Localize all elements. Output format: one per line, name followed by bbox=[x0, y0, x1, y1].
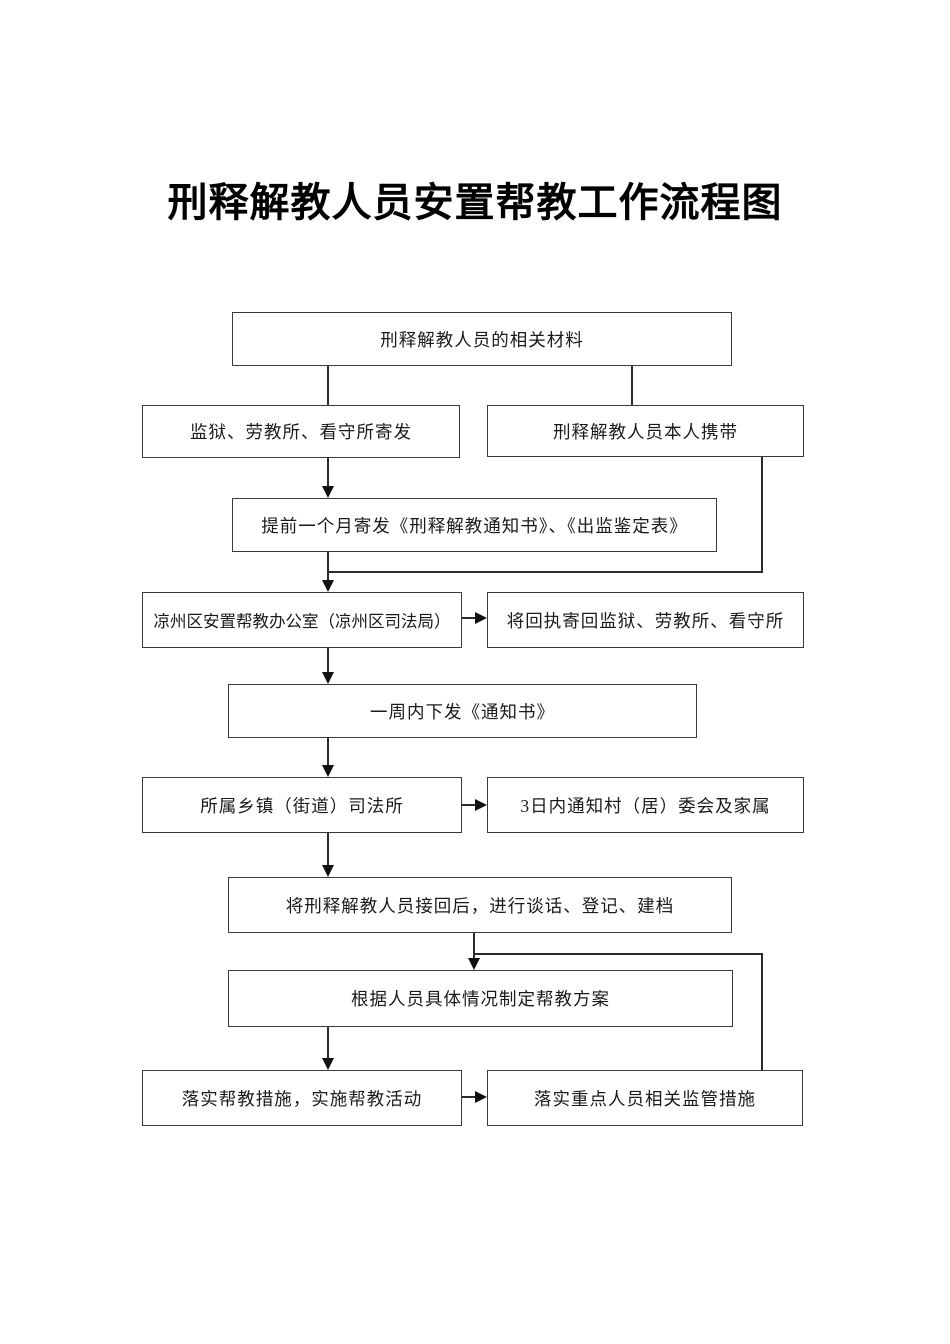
arrowhead-down-icon bbox=[322, 580, 334, 592]
connector-advance-notice-to-office bbox=[327, 552, 329, 582]
arrowhead-down-icon bbox=[468, 958, 480, 970]
flow-node-issue-notice-label: 一周内下发《通知书》 bbox=[370, 701, 555, 722]
arrowhead-right-icon bbox=[475, 799, 487, 811]
flow-node-advance-notice-label: 提前一个月寄发《刑释解教通知书》、《出监鉴定表》 bbox=[261, 515, 688, 536]
flow-node-office-label: 凉州区安置帮教办公室（凉州区司法局） bbox=[153, 612, 451, 631]
flow-node-self-carry: 刑释解教人员本人携带 bbox=[487, 405, 804, 457]
flow-node-town-office-label: 所属乡镇（街道）司法所 bbox=[200, 795, 404, 816]
flow-node-receipt-return-label: 将回执寄回监狱、劳教所、看守所 bbox=[506, 610, 785, 631]
arrowhead-right-icon bbox=[475, 612, 487, 624]
flow-node-plan: 根据人员具体情况制定帮教方案 bbox=[228, 970, 733, 1027]
flow-node-reception: 将刑释解教人员接回后，进行谈话、登记、建档 bbox=[228, 877, 732, 933]
flow-node-town-office: 所属乡镇（街道）司法所 bbox=[142, 777, 462, 833]
connector-office-to-receipt-return bbox=[462, 617, 477, 619]
flow-node-implement: 落实帮教措施，实施帮教活动 bbox=[142, 1070, 462, 1126]
arrowhead-down-icon bbox=[322, 1058, 334, 1070]
connector-materials-to-self-carry bbox=[631, 366, 633, 405]
flow-node-supervise-label: 落实重点人员相关监管措施 bbox=[534, 1088, 756, 1109]
connector-office-to-issue-notice bbox=[327, 648, 329, 674]
arrowhead-down-icon bbox=[322, 672, 334, 684]
connector-merge-horizontal-segment bbox=[327, 571, 763, 573]
connector-town-office-to-reception bbox=[327, 833, 329, 867]
flow-node-reception-label: 将刑释解教人员接回后，进行谈话、登记、建档 bbox=[285, 895, 675, 916]
flow-node-prison-send-label: 监狱、劳教所、看守所寄发 bbox=[190, 422, 412, 442]
connector-branch-to-supervise bbox=[761, 953, 763, 1070]
connector-prison-send-to-advance-notice bbox=[327, 458, 329, 488]
connector-plan-to-implement bbox=[327, 1027, 329, 1060]
flow-node-advance-notice: 提前一个月寄发《刑释解教通知书》、《出监鉴定表》 bbox=[232, 498, 717, 552]
flow-node-implement-label: 落实帮教措施，实施帮教活动 bbox=[181, 1088, 423, 1109]
connector-materials-to-prison-send bbox=[327, 366, 329, 405]
flow-node-office: 凉州区安置帮教办公室（凉州区司法局） bbox=[142, 592, 462, 648]
flow-node-prison-send: 监狱、劳教所、看守所寄发 bbox=[142, 405, 460, 458]
connector-issue-notice-to-town-office bbox=[327, 738, 329, 767]
flow-node-materials-label: 刑释解教人员的相关材料 bbox=[380, 329, 584, 350]
arrowhead-down-icon bbox=[322, 765, 334, 777]
connector-implement-to-supervise bbox=[462, 1096, 477, 1098]
flow-node-self-carry-label: 刑释解教人员本人携带 bbox=[553, 421, 738, 442]
flow-node-supervise: 落实重点人员相关监管措施 bbox=[487, 1070, 803, 1126]
flow-node-receipt-return: 将回执寄回监狱、劳教所、看守所 bbox=[487, 592, 804, 648]
connector-reception-to-plan bbox=[473, 933, 475, 960]
flow-node-materials: 刑释解教人员的相关材料 bbox=[232, 312, 732, 366]
arrowhead-down-icon bbox=[322, 486, 334, 498]
arrowhead-down-icon bbox=[322, 865, 334, 877]
connector-self-carry-down-segment bbox=[761, 457, 763, 573]
flow-node-notify-family: 3日内通知村（居）委会及家属 bbox=[487, 777, 804, 833]
flow-node-notify-family-label: 3日内通知村（居）委会及家属 bbox=[520, 795, 771, 816]
connector-town-office-to-notify-family bbox=[462, 804, 477, 806]
page-title: 刑释解教人员安置帮教工作流程图 bbox=[167, 180, 783, 225]
connector-reception-branch-horizontal bbox=[473, 953, 763, 955]
arrowhead-right-icon bbox=[475, 1091, 487, 1103]
flow-node-issue-notice: 一周内下发《通知书》 bbox=[228, 684, 697, 738]
flow-node-plan-label: 根据人员具体情况制定帮教方案 bbox=[351, 989, 610, 1009]
